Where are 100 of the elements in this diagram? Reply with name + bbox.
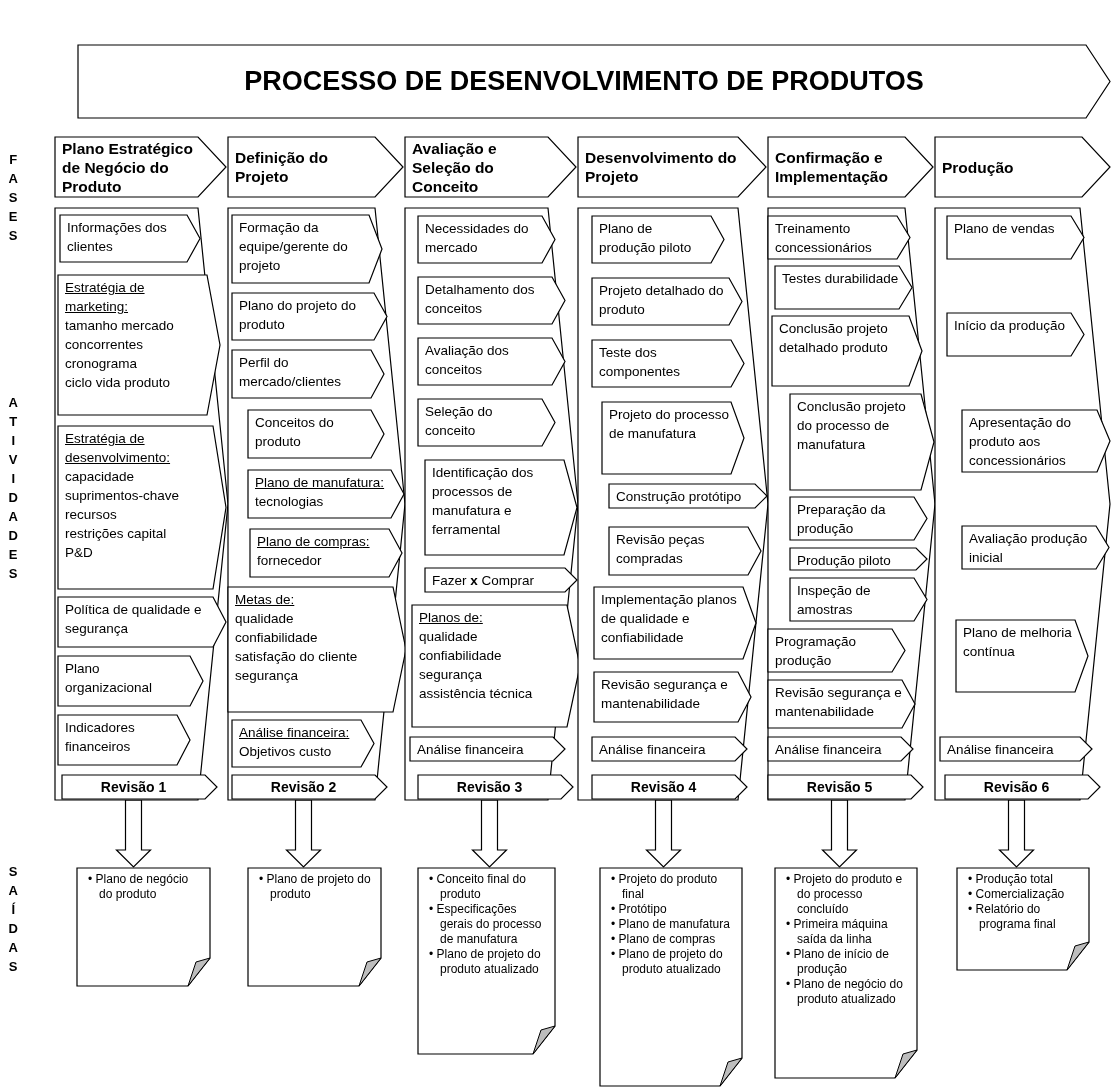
review-box (418, 775, 573, 799)
activity-box (609, 527, 761, 575)
activity-text: concorrentes (65, 336, 145, 354)
phase-title: Produção (942, 157, 1014, 177)
activity-text: Informações dos clientes (67, 219, 168, 256)
activity-box (592, 216, 724, 263)
block-arrow (285, 799, 322, 868)
side-label: SAÍDAS (8, 863, 19, 976)
review-box (62, 775, 217, 799)
title-text: PROCESSO DE DESENVOLVIMENTO DE PRODUTOS (243, 65, 925, 98)
activity-text: Análise financeira (947, 741, 1055, 759)
activity-text: Fazer x Comprar (432, 572, 536, 590)
activity-text: Análise financeira (599, 741, 707, 759)
output-note (775, 868, 917, 1078)
activity-text: qualidade (235, 610, 295, 628)
phase-header (935, 137, 1110, 197)
output-note (77, 868, 210, 986)
activity-text: Revisão peças compradas (616, 531, 706, 568)
activity-box (602, 402, 744, 474)
activity-box (962, 526, 1109, 569)
output-item: • Comercialização (967, 887, 1066, 902)
activity-text: Plano do projeto do produto (239, 297, 358, 334)
phase-header (55, 137, 226, 197)
activity-text: Teste dos componentes (599, 344, 682, 381)
activity-box (418, 277, 565, 324)
activity-heading: Análise financeira: (239, 724, 350, 742)
phase-title: Plano Estratégico de Negócio do Produto (62, 138, 194, 196)
output-item: • Plano de projeto do produto atualizado (428, 947, 542, 977)
activity-text: Projeto do processo de manufatura (609, 406, 731, 443)
review-box (768, 775, 923, 799)
activity-box (790, 394, 934, 490)
activity-text: Identificação dos processos de manufatura e ferramental (432, 464, 535, 539)
output-note (248, 868, 381, 986)
phase-column (768, 208, 935, 800)
activity-text: satisfação do cliente (235, 648, 359, 666)
activity-text: Avaliação produção inicial (969, 530, 1089, 567)
phase-header (405, 137, 576, 197)
output-item: • Primeira máquina saída da linha (785, 917, 889, 947)
activity-text: Revisão segurança e mantenabilidade (775, 684, 902, 721)
review-label: Revisão 6 (983, 779, 1050, 795)
activity-box (232, 215, 382, 283)
activity-text: Revisão segurança e mantenabilidade (601, 676, 729, 713)
activity-box (592, 340, 744, 387)
output-item: • Plano de início de produção (785, 947, 890, 977)
activity-text: Conclusão projeto detalhado produto (779, 320, 889, 357)
activity-text: Início da produção (954, 317, 1067, 335)
activity-box (232, 293, 387, 340)
activity-box (594, 672, 751, 722)
activity-text: Inspeção de amostras (797, 582, 872, 619)
activity-box (58, 426, 226, 589)
activity-text: Análise financeira (775, 741, 883, 759)
activity-text: Objetivos custo (239, 743, 333, 761)
title-banner (78, 45, 1110, 118)
activity-box (592, 737, 747, 761)
activity-heading: Plano de manufatura: (255, 474, 385, 492)
review-label: Revisão 5 (806, 779, 873, 795)
activity-text: Treinamento concessionários (775, 220, 873, 257)
activity-box (412, 605, 580, 727)
activity-box (768, 680, 915, 728)
activity-text: segurança (235, 667, 300, 685)
activity-text: Plano de melhoria contínua (963, 624, 1073, 661)
output-item: • Plano de negócio do produto (87, 872, 190, 902)
activity-text: Implementação planos de qualidade e confiabilidade (601, 591, 738, 647)
review-label: Revisão 2 (270, 779, 337, 795)
output-item: • Projeto do produto final (610, 872, 719, 902)
activity-box (956, 620, 1088, 692)
activity-box (248, 410, 384, 458)
activity-box (947, 313, 1084, 356)
activity-box (58, 715, 190, 765)
review-label: Revisão 4 (630, 779, 697, 795)
activity-box (772, 316, 922, 386)
review-label: Revisão 3 (456, 779, 523, 795)
activity-text: Plano de produção piloto (599, 220, 693, 257)
activity-text: ciclo vida produto (65, 374, 172, 392)
activity-box (250, 529, 402, 577)
activity-box (768, 737, 913, 761)
phase-title: Confirmação e Implementação (775, 148, 889, 186)
activity-box (775, 266, 912, 309)
output-item: • Projeto do produto e do processo concluído (785, 872, 904, 917)
block-arrow (471, 799, 508, 868)
activity-text: Projeto detalhado do produto (599, 282, 725, 319)
activity-text: recursos (65, 506, 118, 524)
activity-box (232, 720, 374, 767)
activity-text: Perfil do mercado/clientes (239, 354, 343, 391)
output-item: • Produção total (967, 872, 1054, 887)
activity-text: fornecedor (257, 552, 323, 570)
activity-text: Testes durabilidade (782, 270, 899, 288)
activity-text: Plano de vendas (954, 220, 1056, 238)
output-item: • Plano de compras (610, 932, 717, 947)
activity-box (232, 350, 384, 398)
block-arrow (821, 799, 858, 868)
activity-text: Análise financeira (417, 741, 525, 759)
activity-text: Produção piloto (797, 552, 892, 570)
phase-title: Avaliação e Seleção do Conceito (412, 138, 498, 196)
activity-text: tamanho mercado (65, 317, 175, 335)
output-item: • Plano de projeto do produto atualizado (610, 947, 724, 977)
activity-text: confiabilidade (419, 647, 503, 665)
phase-header (768, 137, 933, 197)
activity-text: capacidade (65, 468, 136, 486)
output-item: • Protótipo (610, 902, 668, 917)
